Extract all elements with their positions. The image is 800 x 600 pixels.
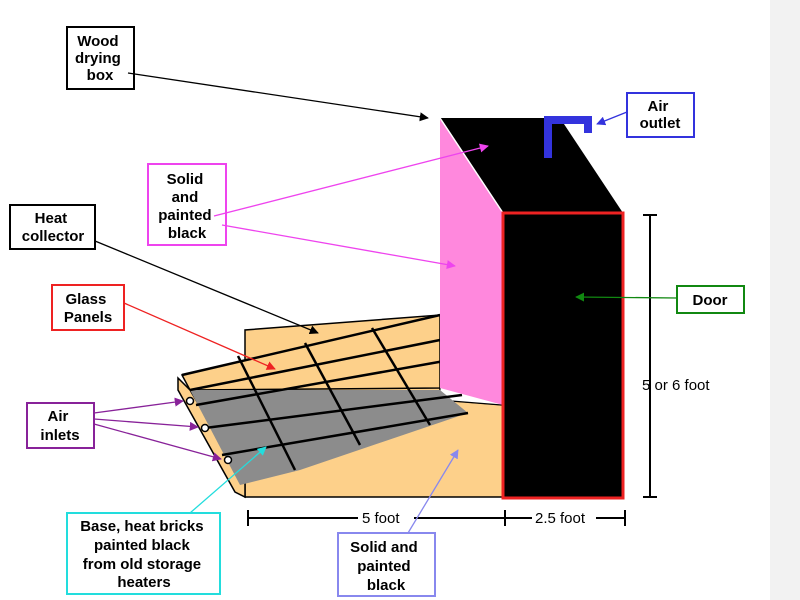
door-callout — [676, 285, 745, 314]
glass-grid — [181, 313, 469, 471]
wood-box-label-1: Wood — [77, 33, 118, 50]
solid-bottom-label-2: painted — [357, 558, 410, 575]
door-label: Door — [693, 292, 728, 309]
svg-text:Air outlet: Air outlet — [640, 98, 681, 132]
svg-text:Wood drying box: Wood drying box — [75, 33, 125, 84]
background-strip — [770, 0, 800, 600]
heat-collector-callout — [9, 204, 96, 250]
solid-top-label-1: Solid — [167, 171, 204, 188]
box-depth-label: 2.5 foot — [535, 510, 586, 527]
air-outlet-label-1: Air — [647, 98, 668, 115]
solid-bottom-label-1: Solid and — [350, 539, 418, 556]
air-inlet-hole-2 — [200, 423, 210, 433]
base-label-4: heaters — [117, 574, 170, 591]
wood-box-label-2: drying — [75, 50, 121, 67]
svg-text:Solid and painted: Solid and painted black — [158, 171, 216, 242]
solid-top-label-2: and — [172, 189, 199, 206]
svg-text:Heat collector: Heat collector — [22, 210, 85, 245]
glass-panels-label-2: Panels — [64, 309, 112, 326]
box-door — [501, 211, 625, 500]
svg-text:Glass Panels: Glass Panels — [64, 291, 112, 326]
height-dimension — [643, 214, 657, 498]
air-outlet-pipe — [544, 116, 592, 158]
air-inlets-label-2: inlets — [40, 427, 79, 444]
solid-black-top-callout — [147, 163, 227, 246]
base-label-3: from old storage — [83, 556, 201, 573]
glass-panels-callout — [51, 284, 125, 331]
base-callout — [66, 512, 221, 595]
svg-text:Air inlets: Air inlets — [40, 408, 79, 444]
air-inlets-label-1: Air — [47, 408, 68, 425]
svg-text:Base, heat bricks painted: Base, heat bricks painted black from old… — [80, 518, 208, 591]
air-inlets-callout — [26, 402, 95, 449]
base-label-1: Base, heat bricks — [80, 518, 203, 535]
air-inlet-hole-3 — [223, 455, 233, 465]
svg-text:Solid and painted blac: Solid and painted black — [350, 539, 422, 594]
heat-collector-label-2: collector — [22, 228, 85, 245]
box-top — [440, 118, 623, 213]
solid-black-bottom-callout — [337, 532, 436, 597]
air-outlet-callout — [626, 92, 695, 138]
collector-length-label: 5 foot — [362, 510, 400, 527]
solid-top-label-3: painted — [158, 207, 211, 224]
height-label: 5 or 6 foot — [642, 377, 710, 394]
heat-collector-label-1: Heat — [35, 210, 68, 227]
air-inlet-hole-1 — [185, 396, 195, 406]
wood-box-label-3: box — [87, 67, 114, 84]
solid-top-label-4: black — [168, 225, 207, 242]
wood-drying-box-callout — [66, 26, 135, 90]
base-label-2: painted black — [94, 537, 191, 554]
air-outlet-label-2: outlet — [640, 115, 681, 132]
solid-bottom-label-3: black — [367, 577, 406, 594]
glass-panels-label-1: Glass — [65, 291, 106, 308]
